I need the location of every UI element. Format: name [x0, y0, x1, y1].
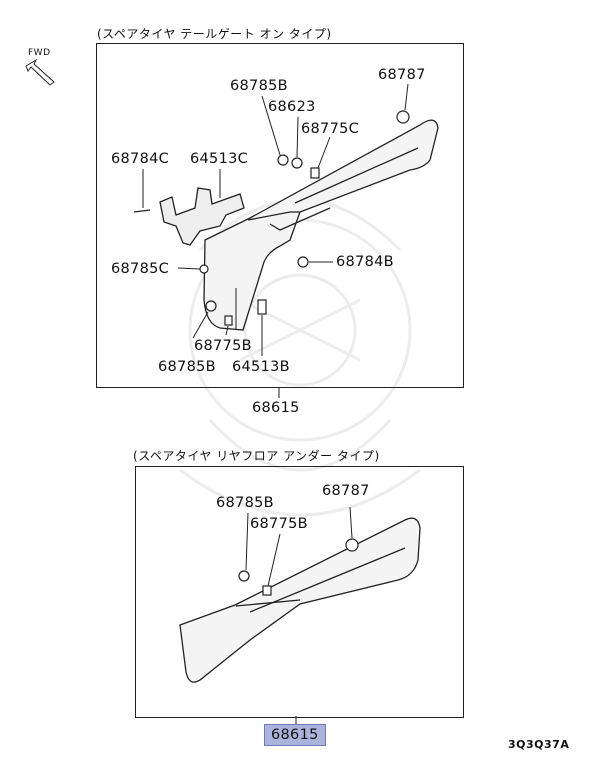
nut-68785b-c: [238, 570, 250, 582]
part-label-68787-b[interactable]: 68787: [322, 483, 370, 499]
part-label-68623[interactable]: 68623: [268, 99, 316, 115]
clip-68787-b: [345, 538, 359, 552]
nut-68785b-top: [277, 154, 289, 166]
bolt-68784c: [133, 209, 151, 213]
bolt-68784b: [297, 256, 309, 268]
garnish-upper-body: [203, 119, 439, 331]
bracket-64513c: [159, 187, 245, 246]
nut-68785b-bottom: [205, 300, 217, 312]
diagram-reference-code: 3Q3Q37A: [508, 738, 570, 751]
clip-64513b: [257, 299, 267, 315]
fwd-label: FWD: [28, 48, 51, 58]
clip-68775c: [310, 167, 320, 179]
part-label-68775b-b[interactable]: 68775B: [250, 516, 308, 532]
assembly-label-68615-a[interactable]: 68615: [252, 400, 300, 416]
clip-68775b: [224, 315, 233, 326]
part-label-68787-a[interactable]: 68787: [378, 67, 426, 83]
part-label-64513b[interactable]: 64513B: [232, 359, 290, 375]
clip-68775b-b: [262, 585, 272, 596]
part-label-68785b-b[interactable]: 68785B: [158, 359, 216, 375]
section-2-caption: (スペアタイヤ リヤフロア アンダー タイプ): [133, 449, 380, 463]
washer-68623: [291, 157, 303, 169]
section-1-panel: [96, 43, 464, 388]
part-label-68775b-a[interactable]: 68775B: [194, 338, 252, 354]
part-label-68785b-a[interactable]: 68785B: [230, 78, 288, 94]
section-1-caption: (スペアタイヤ テールゲート オン タイプ): [97, 27, 332, 41]
part-label-68784c[interactable]: 68784C: [111, 151, 170, 167]
part-label-68784b[interactable]: 68784B: [336, 254, 394, 270]
fwd-arrow-icon: [25, 58, 55, 86]
clip-68787: [396, 110, 410, 124]
part-label-64513c[interactable]: 64513C: [190, 151, 249, 167]
part-label-68785b-c[interactable]: 68785B: [216, 495, 274, 511]
assembly-label-68615-b-highlighted[interactable]: 68615: [264, 724, 326, 746]
part-label-68785c[interactable]: 68785C: [111, 261, 170, 277]
part-label-68775c[interactable]: 68775C: [301, 121, 360, 137]
section-2-panel: [135, 466, 464, 718]
